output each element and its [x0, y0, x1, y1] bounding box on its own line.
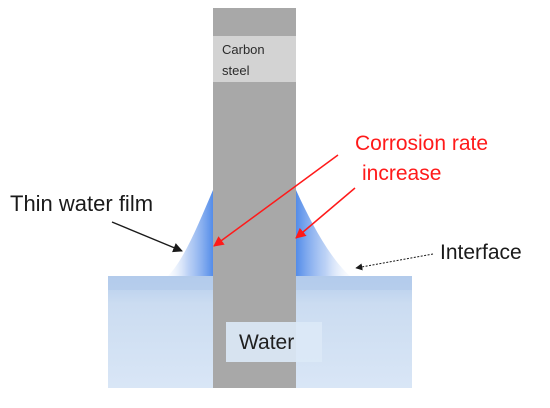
water-film-left — [168, 190, 213, 276]
steel-label-line1: Carbon — [222, 42, 265, 57]
water-label: Water — [239, 331, 294, 354]
thin-water-film-label: Thin water film — [10, 191, 153, 216]
interface-label: Interface — [440, 241, 522, 264]
corrosion-label-line1: Corrosion rate — [355, 132, 488, 155]
interface-arrow — [355, 253, 434, 271]
water-label-box — [226, 322, 322, 362]
corrosion-label-line2: increase — [362, 162, 441, 185]
corrosion-arrow-right — [295, 187, 356, 239]
thin-water-film-arrow — [111, 221, 183, 253]
steel-label-box — [213, 36, 296, 82]
steel-label-line2: steel — [222, 63, 250, 78]
corrosion-arrow-left — [213, 154, 339, 247]
water-film-right — [296, 190, 350, 276]
